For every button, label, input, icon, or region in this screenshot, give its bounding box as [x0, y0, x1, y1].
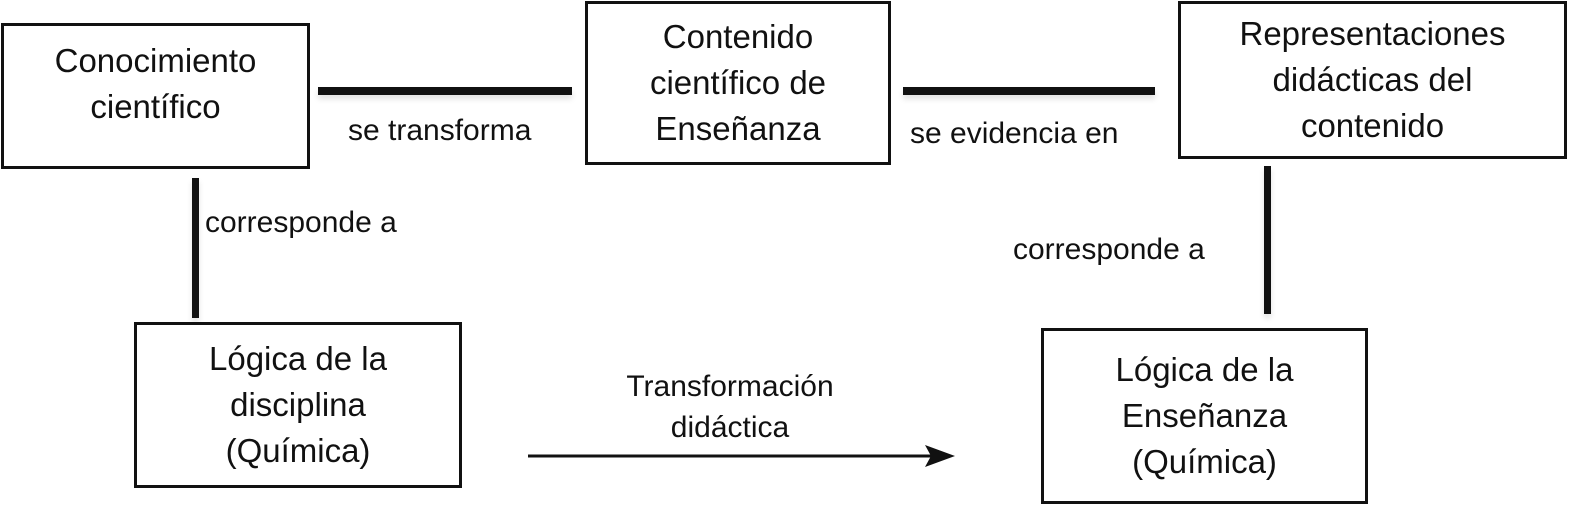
- connector-conocimiento-logica-disciplina: [192, 178, 199, 318]
- edge-label-transformacion-line-2: didáctica: [670, 411, 790, 444]
- node-logica-disciplina-line-1: Lógica de la: [209, 340, 387, 377]
- node-contenido-line-3: Enseñanza: [655, 110, 821, 147]
- edge-label-se-transforma: se transforma: [348, 114, 532, 147]
- node-logica-disciplina-line-3: (Química): [225, 432, 371, 469]
- node-logica-disciplina-line-2: disciplina: [230, 386, 366, 423]
- edge-label-transformacion-line-1: Transformación: [626, 370, 834, 403]
- node-representaciones-line-1: Representaciones: [1239, 15, 1506, 52]
- node-conocimiento-cientifico: Conocimiento científico: [1, 23, 310, 169]
- connector-conocimiento-contenido: [318, 87, 572, 95]
- node-representaciones-line-3: contenido: [1300, 107, 1445, 144]
- node-logica-disciplina: Lógica de la disciplina (Química): [134, 322, 462, 488]
- node-conocimiento-line-2: científico: [90, 88, 221, 125]
- node-logica-ensenanza-line-3: (Química): [1132, 443, 1277, 480]
- edge-label-corresponde-right: corresponde a: [1013, 233, 1205, 266]
- node-contenido-line-1: Contenido: [662, 18, 814, 55]
- node-logica-ensenanza-line-2: Enseñanza: [1121, 397, 1288, 434]
- node-logica-ensenanza: Lógica de la Enseñanza (Química): [1041, 328, 1368, 504]
- edge-label-se-evidencia-en: se evidencia en: [910, 117, 1119, 150]
- connector-contenido-representaciones: [903, 87, 1155, 95]
- node-conocimiento-line-1: Conocimiento: [54, 42, 257, 79]
- node-representaciones-line-2: didácticas del: [1272, 61, 1473, 98]
- node-representaciones-didacticas: Representaciones didácticas del contenid…: [1178, 1, 1567, 159]
- connector-representaciones-logica-ensenanza: [1264, 166, 1271, 314]
- node-contenido-line-2: científico de: [649, 64, 827, 101]
- node-contenido-cientifico: Contenido científico de Enseñanza: [585, 1, 891, 165]
- edge-label-corresponde-left: corresponde a: [205, 206, 397, 239]
- edge-label-transformacion-didactica: Transformación didáctica: [600, 369, 860, 446]
- node-logica-ensenanza-line-1: Lógica de la: [1115, 351, 1294, 388]
